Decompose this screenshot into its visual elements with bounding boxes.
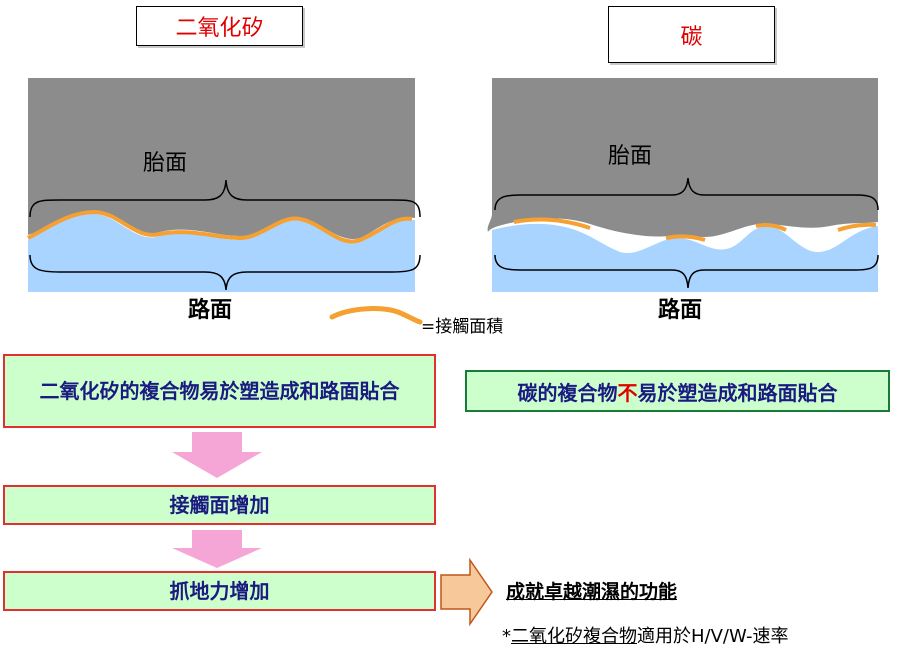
grip-increase-box: 抓地力增加 <box>3 571 436 611</box>
carbon-road-shape <box>492 223 878 292</box>
carbon-compound-after: 易於塑造成和路面貼合 <box>637 380 838 405</box>
carbon-compound-not: 不 <box>617 380 638 405</box>
contact-increase-text: 接觸面增加 <box>169 493 270 517</box>
silica-road-brace <box>29 254 421 291</box>
carbon-tire-brace <box>494 177 879 211</box>
silica-contact-line <box>27 209 413 244</box>
result-note-prefix: * <box>502 626 511 647</box>
legend-text: =接觸面積 <box>421 317 504 337</box>
carbon-road-brace <box>494 254 879 289</box>
carbon-contact-segment-4 <box>837 222 877 232</box>
silica-tire-brace <box>29 179 421 218</box>
silica-tire-shape <box>28 78 415 240</box>
silica-title: 二氧化矽 <box>175 16 264 41</box>
silica-compound-text: 二氧化矽的複合物易於塑造成和路面貼合 <box>39 379 400 403</box>
contact-increase-box: 接觸面增加 <box>3 485 436 525</box>
carbon-contact-segment-1 <box>513 217 591 230</box>
carbon-title: 碳 <box>680 24 703 50</box>
result-note-rest: 適用於H/V/W-速率 <box>637 626 789 647</box>
carbon-contact-segment-2 <box>665 234 706 242</box>
silica-tire-label: 胎面 <box>143 151 188 176</box>
carbon-compound-before: 碳的複合物 <box>517 380 618 405</box>
result-title: 成就卓越潮濕的功能 <box>506 581 678 603</box>
silica-road-label: 路面 <box>188 298 233 323</box>
carbon-tire-shape <box>487 78 878 237</box>
silica-title-box: 二氧化矽 <box>136 6 303 46</box>
carbon-compound-box: 碳的複合物不易於塑造成和路面貼合 <box>465 370 890 412</box>
carbon-contact-segment-3 <box>755 223 787 232</box>
result-note-underlined: 二氧化矽複合物 <box>511 626 637 647</box>
silica-compound-box: 二氧化矽的複合物易於塑造成和路面貼合 <box>3 354 436 428</box>
carbon-compound-text: 碳的複合物不易於塑造成和路面貼合 <box>518 377 838 406</box>
result-note: *二氧化矽複合物適用於H/V/W-速率 <box>502 622 789 648</box>
carbon-tire-label: 胎面 <box>608 144 653 169</box>
carbon-title-box: 碳 <box>608 6 775 63</box>
carbon-road-label: 路面 <box>658 298 703 323</box>
grip-increase-text: 抓地力增加 <box>169 579 270 603</box>
